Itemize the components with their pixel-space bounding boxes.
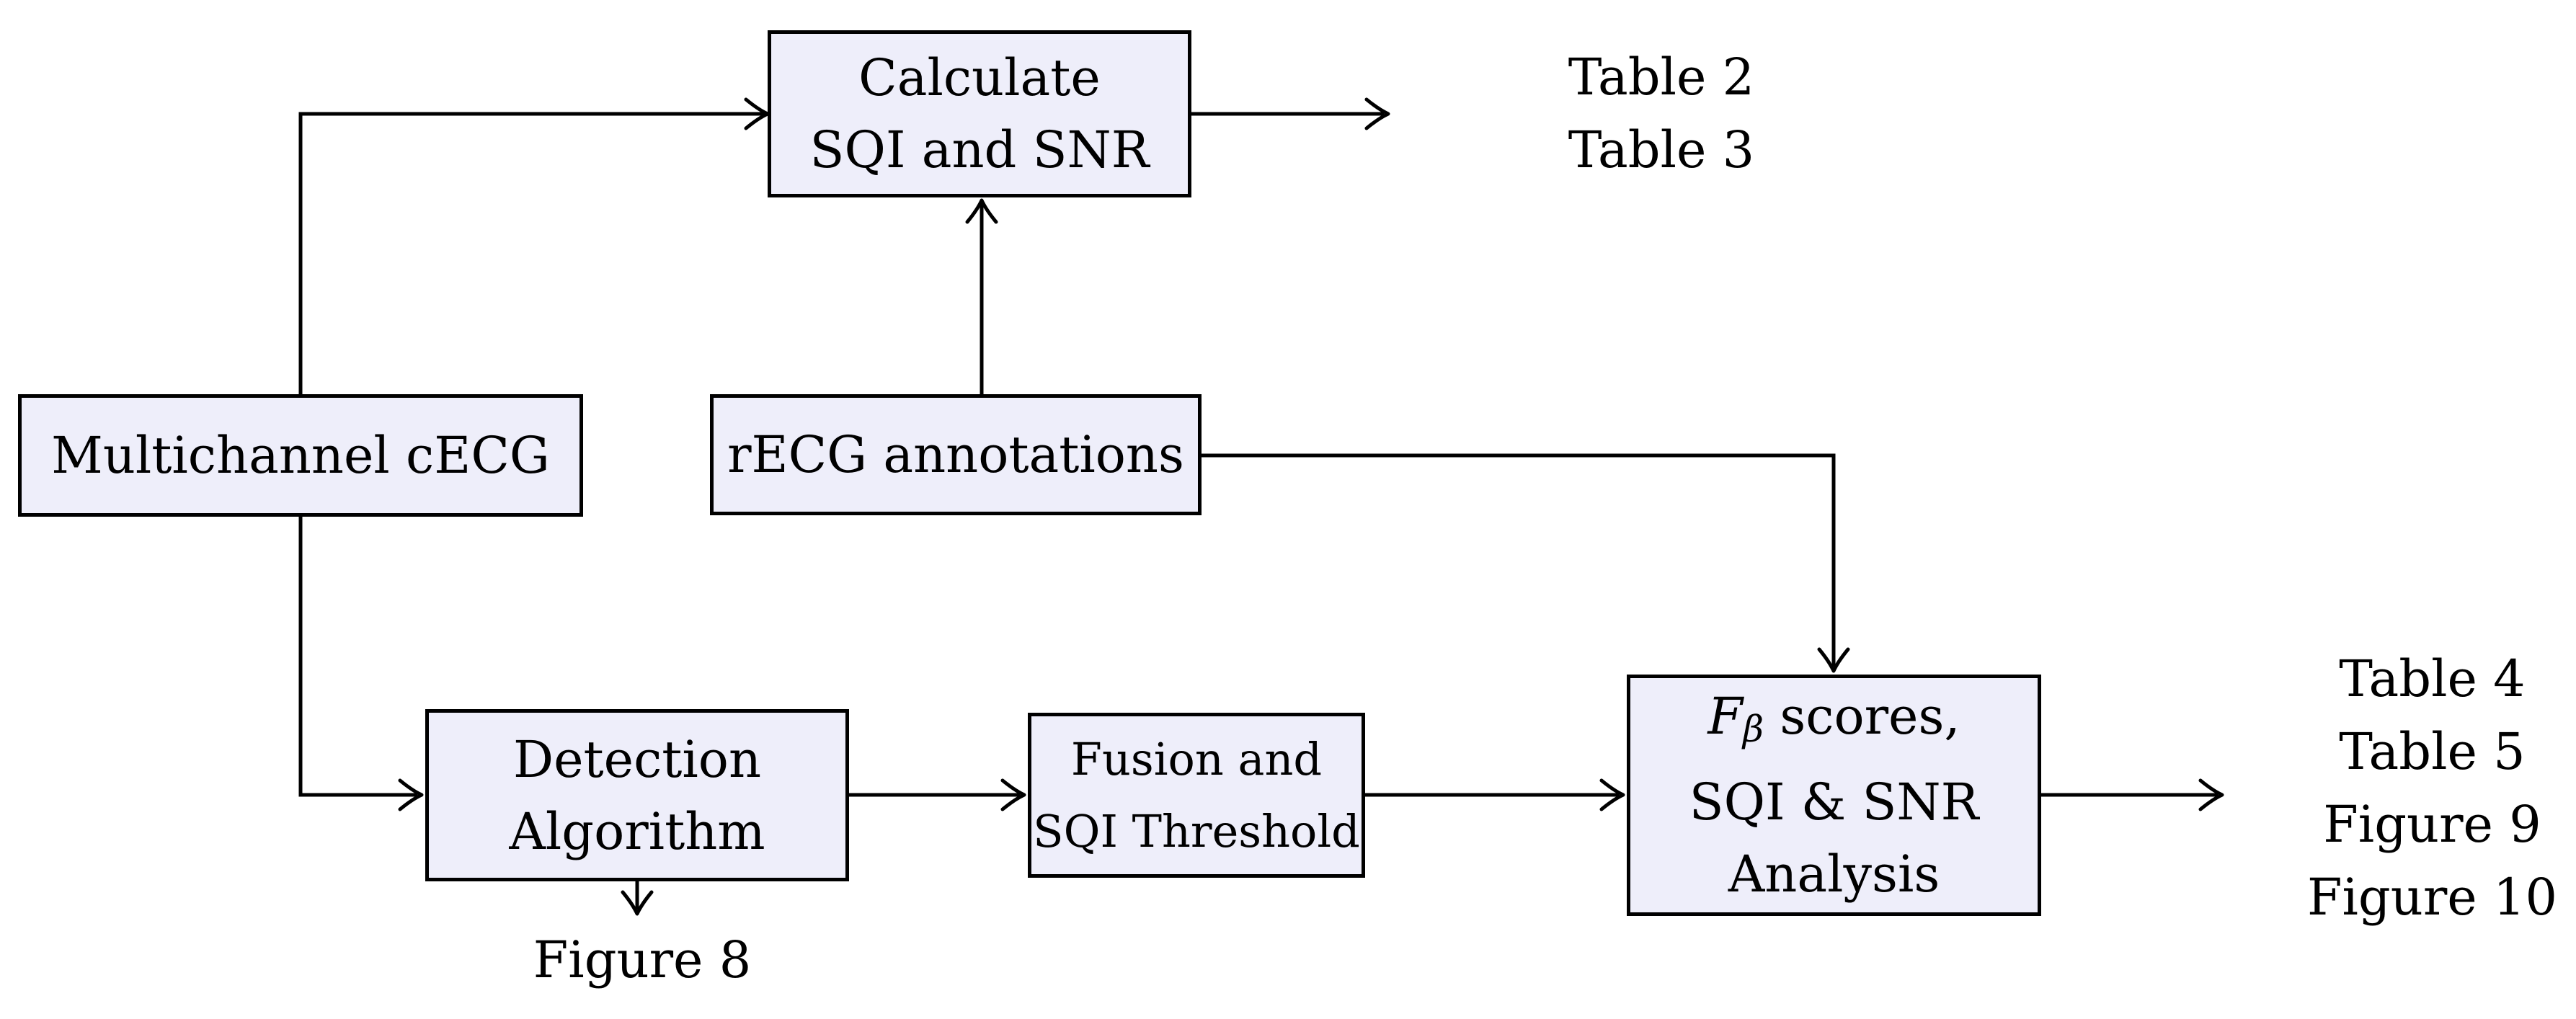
- arrowhead-into-calculate-bottom: [965, 198, 998, 224]
- output-figure-8: Figure 8: [498, 924, 786, 997]
- node-multichannel-cecg: Multichannel cECG: [18, 394, 583, 517]
- arrowhead-into-fbeta-left: [1599, 778, 1625, 811]
- fbeta-line-1-rest: scores,: [1764, 687, 1960, 747]
- node-fusion-line-2: SQI Threshold: [1033, 804, 1360, 858]
- output-tables-2-3: Table 2 Table 3: [1514, 41, 1809, 187]
- node-fbeta-line-3: Analysis: [1728, 844, 1940, 904]
- arrow-multichannel-to-calculate: [298, 112, 764, 394]
- arrowhead-into-fusion-left: [1000, 778, 1026, 811]
- output-figure-10: Figure 10: [2306, 868, 2558, 927]
- node-detection-line-2: Algorithm: [509, 801, 765, 861]
- node-fbeta-analysis: Fβ scores, SQI & SNR Analysis: [1627, 675, 2041, 916]
- node-detection-line-1: Detection: [512, 729, 762, 789]
- node-calculate-line-1: Calculate: [858, 48, 1101, 107]
- arrowhead-to-figure8: [621, 890, 654, 916]
- arrowhead-to-tables23: [1364, 97, 1390, 130]
- fbeta-symbol: F: [1707, 687, 1743, 747]
- node-calculate-line-2: SQI and SNR: [809, 120, 1150, 179]
- arrow-recg-to-fbeta: [1202, 453, 1836, 667]
- arrow-multichannel-to-detection: [298, 517, 417, 797]
- arrowhead-into-detection-left: [398, 778, 424, 811]
- output-figure-8-line: Figure 8: [533, 930, 752, 989]
- node-fbeta-line-2: SQI & SNR: [1689, 772, 1979, 832]
- output-table-2: Table 2: [1568, 48, 1755, 107]
- node-fusion-sqi-threshold: Fusion and SQI Threshold: [1028, 713, 1365, 878]
- output-tables-4-5-figures-9-10: Table 4 Table 5 Figure 9 Figure 10: [2288, 643, 2576, 934]
- node-detection-algorithm: Detection Algorithm: [425, 709, 849, 881]
- node-calculate-sqi-snr: Calculate SQI and SNR: [768, 30, 1191, 197]
- node-multichannel-label: Multichannel cECG: [51, 426, 550, 485]
- arrowhead-into-fbeta-top: [1817, 647, 1850, 673]
- node-fbeta-line-1: Fβ scores,: [1707, 680, 1960, 765]
- output-table-4: Table 4: [2339, 649, 2526, 708]
- node-fusion-line-1: Fusion and: [1070, 732, 1323, 786]
- output-figure-9: Figure 9: [2323, 795, 2541, 854]
- arrowhead-to-tables45: [2198, 778, 2224, 811]
- node-recg-annotations: rECG annotations: [710, 394, 1202, 515]
- output-table-3: Table 3: [1568, 120, 1755, 179]
- beta-subscript: β: [1742, 708, 1764, 751]
- output-table-5: Table 5: [2339, 722, 2526, 781]
- node-recg-label: rECG annotations: [727, 425, 1184, 484]
